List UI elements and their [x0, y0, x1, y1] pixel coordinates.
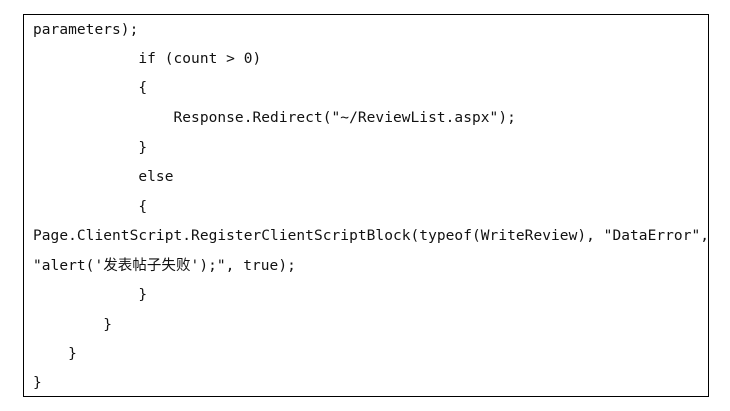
code-line: } — [33, 287, 148, 303]
code-block: parameters); if (count > 0) { Response.R… — [23, 14, 709, 397]
code-line: { — [33, 199, 148, 215]
code-line: Page.ClientScript.RegisterClientScriptBl… — [33, 228, 709, 244]
code-line: } — [33, 140, 148, 156]
code-line: } — [33, 317, 113, 333]
code-line: "alert('发表帖子失败');", true); — [33, 258, 296, 274]
code-line: } — [33, 346, 77, 362]
code-line: { — [33, 80, 148, 96]
code-line: } — [33, 375, 42, 391]
code-line: Response.Redirect("~/ReviewList.aspx"); — [33, 110, 516, 126]
code-line: else — [33, 169, 174, 185]
code-line: parameters); — [33, 22, 139, 38]
code-line: if (count > 0) — [33, 51, 262, 67]
